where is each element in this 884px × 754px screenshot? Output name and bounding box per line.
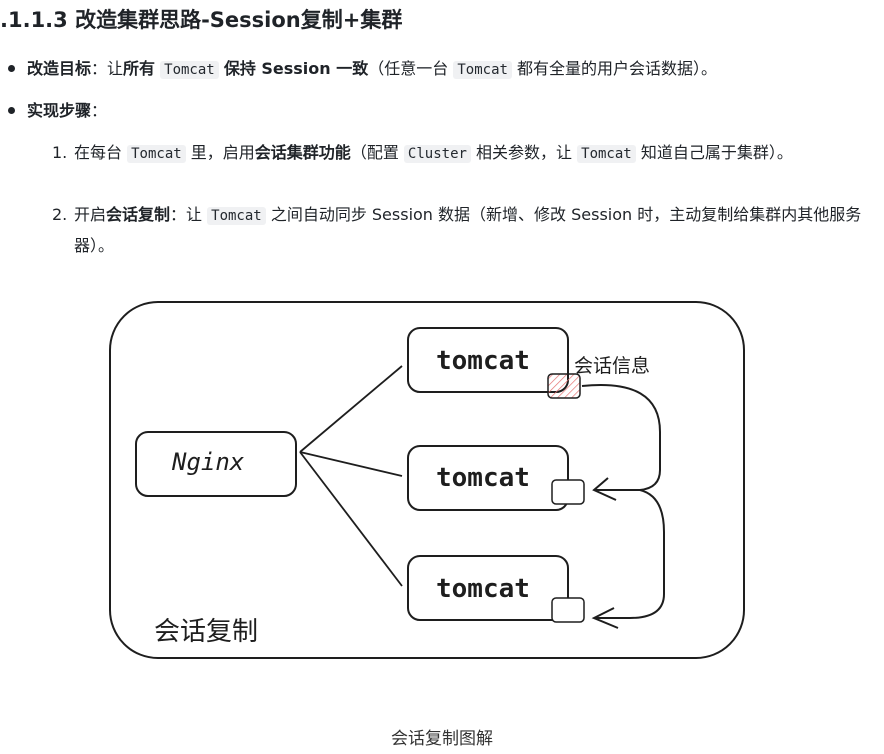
code-tomcat: Tomcat <box>160 61 219 79</box>
step-text: 在每台 Tomcat 里，启用会话集群功能（配置 Cluster 相关参数，让 … <box>52 138 872 169</box>
session-data-icon <box>547 373 581 399</box>
step-text-part: 里，启用 <box>190 143 255 162</box>
goal-bold-1: 所有 <box>123 59 156 78</box>
step-text: 开启会话复制：让 Tomcat 之间自动同步 Session 数据（新增、修改 … <box>52 200 872 261</box>
arrowhead-icon <box>591 607 619 629</box>
figure-caption: 会话复制图解 <box>391 729 493 749</box>
tomcat-box-2 <box>407 445 569 511</box>
session-replica-icon <box>551 597 585 623</box>
cluster-container <box>109 301 745 659</box>
bullet-steps: 实现步骤： <box>8 100 107 122</box>
step-1: 1. 在每台 Tomcat 里，启用会话集群功能（配置 Cluster 相关参数… <box>52 138 872 169</box>
goal-bold-2: 保持 Session 一致 <box>223 59 369 78</box>
step-text-part: 开启 <box>74 205 107 224</box>
code-tomcat: Tomcat <box>577 145 636 163</box>
section-heading: .1.1.3 改造集群思路-Session复制+集群 <box>0 8 403 32</box>
session-info-label: 会话信息 <box>574 355 650 377</box>
step-text-part: 相关参数，让 <box>476 143 573 162</box>
goal-tail: 都有全量的用户会话数据）。 <box>517 59 718 78</box>
tomcat-box-1 <box>407 327 569 393</box>
session-replication-diagram: Nginx tomcat tomcat tomcat 会话信息 会话复制 <box>109 301 745 659</box>
step-text-part: 之间自动同步 Session 数据（新增、修改 Session 时，主动复制给集… <box>74 205 862 255</box>
tomcat-label-2: tomcat <box>436 463 530 493</box>
tomcat-label-1: tomcat <box>436 346 530 376</box>
link-nginx-tomcat-3 <box>299 451 403 587</box>
tomcat-label-3: tomcat <box>436 574 530 604</box>
session-replica-icon <box>551 479 585 505</box>
step-bold: 会话集群功能 <box>254 143 351 162</box>
container-label: 会话复制 <box>154 617 258 647</box>
step-bold: 会话复制 <box>106 205 171 224</box>
step-2: 2. 开启会话复制：让 Tomcat 之间自动同步 Session 数据（新增、… <box>52 200 872 261</box>
step-text-part: 在每台 <box>74 143 123 162</box>
tomcat-box-3 <box>407 555 569 621</box>
nginx-box <box>135 431 297 497</box>
goal-label: 改造目标 <box>27 59 92 78</box>
steps-sep: ： <box>91 101 108 120</box>
code-tomcat: Tomcat <box>207 207 266 225</box>
goal-rest: （任意一台 <box>368 59 449 78</box>
step-number: 2. <box>52 205 68 224</box>
replication-arrow-2 <box>594 489 665 619</box>
bullet-dot <box>8 65 15 72</box>
goal-sep: ：让 <box>91 59 124 78</box>
step-text-part: ：让 <box>170 205 203 224</box>
code-tomcat: Tomcat <box>453 61 512 79</box>
link-nginx-tomcat-2 <box>299 451 403 477</box>
arrowhead-icon <box>592 477 617 501</box>
step-text-part: 知道自己属于集群）。 <box>640 143 793 162</box>
nginx-label: Nginx <box>171 448 245 476</box>
code-cluster: Cluster <box>403 145 471 163</box>
bullet-dot <box>8 107 15 114</box>
replication-arrow-1 <box>581 384 661 491</box>
bullet-goal: 改造目标：让所有 Tomcat 保持 Session 一致（任意一台 Tomca… <box>8 58 717 81</box>
step-text-part: （配置 <box>350 143 399 162</box>
step-number: 1. <box>52 143 68 162</box>
steps-label: 实现步骤 <box>27 101 92 120</box>
link-nginx-tomcat-1 <box>299 365 403 453</box>
code-tomcat: Tomcat <box>127 145 186 163</box>
